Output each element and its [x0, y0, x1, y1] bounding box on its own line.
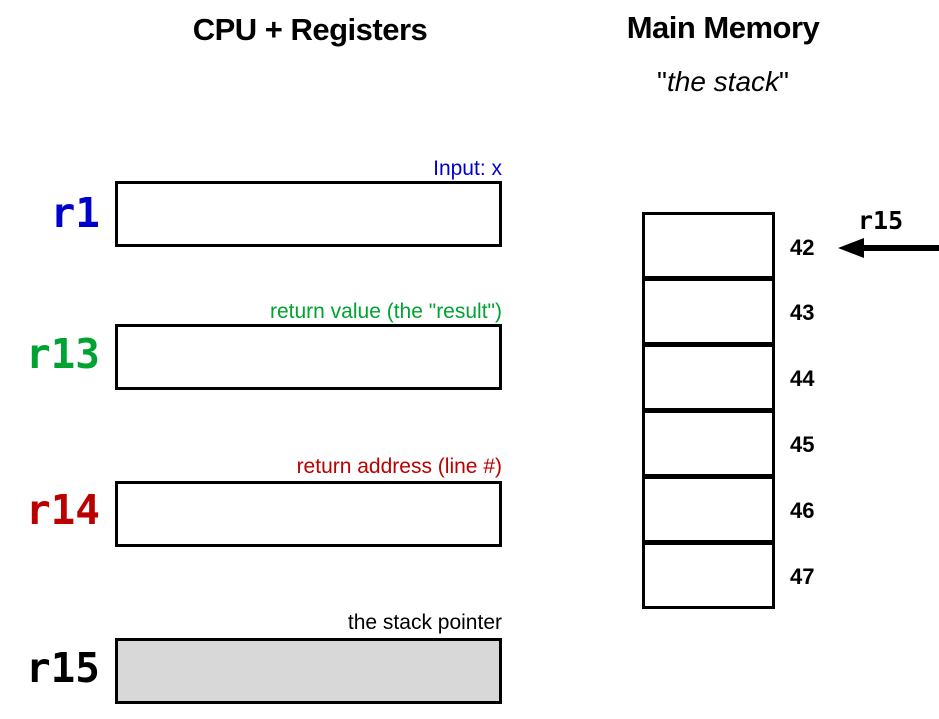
register-box-r15[interactable] — [115, 638, 502, 704]
stack-cells-container — [642, 212, 775, 611]
register-note-r13: return value (the "result") — [269, 300, 502, 323]
register-box-r13[interactable] — [115, 324, 502, 390]
memory-address-label: 45 — [790, 432, 815, 457]
memory-cell[interactable] — [642, 344, 775, 411]
memory-address-label: 42 — [790, 235, 815, 260]
memory-panel-subheading: "the stack" — [588, 66, 858, 98]
register-note-r1: Input: x — [433, 157, 502, 180]
register-label-r13: r13 — [25, 330, 100, 378]
memory-address-label: 44 — [790, 366, 815, 391]
register-label-r1: r1 — [50, 189, 100, 237]
register-box-r14[interactable] — [115, 481, 502, 547]
memory-cell[interactable] — [642, 278, 775, 345]
cpu-panel-heading: CPU + Registers — [192, 12, 428, 47]
memory-address-label: 46 — [790, 498, 815, 523]
memory-cell[interactable] — [642, 212, 775, 279]
stack-pointer-arrow-label: r15 — [858, 206, 904, 235]
memory-address-label: 47 — [790, 564, 815, 589]
stack-pointer-arrow-icon — [838, 238, 939, 258]
memory-cell[interactable] — [642, 542, 775, 609]
register-note-r15: the stack pointer — [347, 611, 502, 634]
subheading-quote-open: " — [657, 66, 667, 97]
subheading-quote-close: " — [779, 66, 789, 97]
memory-panel-heading: Main Memory — [626, 10, 820, 45]
memory-cell[interactable] — [642, 476, 775, 543]
register-label-r14: r14 — [25, 486, 100, 534]
register-box-r1[interactable] — [115, 181, 502, 247]
register-note-r14: return address (line #) — [296, 455, 502, 478]
memory-cell[interactable] — [642, 410, 775, 477]
subheading-inner-text: the stack — [666, 66, 780, 97]
memory-address-label: 43 — [790, 300, 815, 325]
register-label-r15: r15 — [25, 644, 100, 692]
